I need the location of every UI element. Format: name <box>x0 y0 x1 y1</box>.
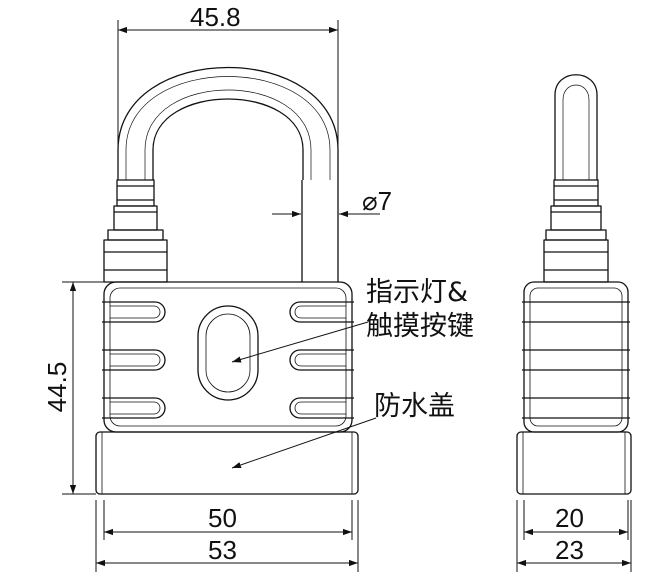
dim-body-width: 50 <box>208 503 237 533</box>
side-shackle <box>543 74 609 283</box>
leader-cover <box>231 417 377 469</box>
dim-side-body-width: 20 <box>555 503 584 533</box>
side-waterproof-cover <box>516 431 632 495</box>
front-shackle-right-leg <box>301 180 339 282</box>
front-waterproof-cover <box>95 431 359 495</box>
dim-shackle-width-lines <box>117 20 339 150</box>
dim-side-cover-width: 23 <box>555 535 584 565</box>
dim-side-width-lines <box>516 500 632 572</box>
dim-shackle-width: 45.8 <box>190 2 241 32</box>
dim-body-height: 44.5 <box>42 361 72 413</box>
callout-indicator-line1: 指示灯& <box>366 277 469 308</box>
dim-cover-width: 53 <box>208 535 237 565</box>
leader-indicator <box>231 321 369 363</box>
front-lock-body <box>102 281 354 433</box>
indicator-touch-button <box>197 305 259 401</box>
dim-body-height-lines <box>62 281 104 495</box>
callout-indicator: 指示灯& 触摸按键 <box>366 276 474 344</box>
callout-indicator-line2: 触摸按键 <box>366 311 474 342</box>
dim-front-width-lines <box>95 500 359 572</box>
front-shackle <box>117 67 339 180</box>
dim-shackle-diameter: ⌀7 <box>362 186 393 216</box>
callout-cover: 防水盖 <box>374 391 455 422</box>
front-shackle-left-leg <box>103 179 168 283</box>
side-lock-body <box>522 281 630 433</box>
